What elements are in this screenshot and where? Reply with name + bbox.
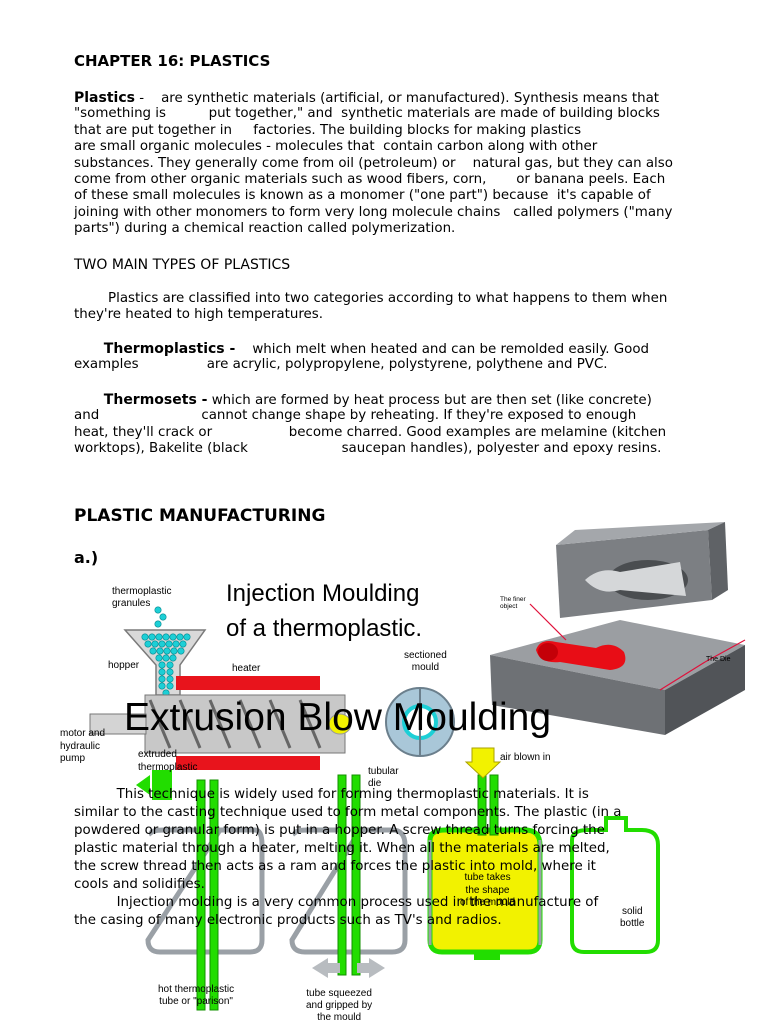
tube-takes-shape-label: tube takes the shape of the mould (460, 872, 516, 908)
intro-line: come from other organic materials such a… (74, 172, 666, 187)
die-lower-top (490, 620, 745, 690)
finer-object-mould-cavity (585, 562, 686, 596)
thermoplastics-line-1: which melt when heated and can be remold… (235, 342, 650, 357)
thermosets-term: Thermosets - (103, 392, 208, 408)
die-label: The Die (706, 656, 731, 663)
tubular-die-label: tubular die (368, 766, 399, 789)
granules (141, 606, 191, 697)
finer-object-label: The finer object (500, 596, 526, 610)
thermoplastics-line: examples are acrylic, polypropylene, pol… (74, 357, 608, 373)
intro-line: joining with other monomers to form very… (74, 204, 673, 220)
red-object (536, 641, 626, 670)
tube-squeezed-label: tube squeezed and gripped by the mould (306, 988, 373, 1023)
body-line: the casing of many electronic products s… (74, 913, 502, 928)
body-line: This technique is widely used for formin… (74, 787, 589, 802)
body-line: plastic material through a heater, melti… (74, 841, 610, 856)
motor-label: motor and hydraulic pump (60, 728, 106, 764)
die-upper-front (556, 530, 712, 618)
types-heading: TWO MAIN TYPES OF PLASTICS (74, 257, 291, 273)
heater-label: heater (232, 663, 261, 674)
thermoplastics-term: Thermoplastics - (103, 341, 236, 357)
thermosets-line: heat, they'll crack or become charred. G… (74, 424, 667, 440)
thermosets-line: and cannot change shape by reheating. If… (74, 408, 637, 424)
injection-title-line2: of a thermoplastic. (226, 615, 423, 642)
intro-line: are small organic molecules - molecules … (74, 139, 598, 155)
body-line: cools and solidifies. (74, 877, 205, 892)
thermoplastics-paragraph: Thermoplastics - which melt when heated … (74, 341, 649, 358)
chapter-title: CHAPTER 16: PLASTICS (74, 52, 271, 70)
heater-top (176, 676, 320, 690)
intro-line: that are put together in factories. The … (74, 122, 582, 138)
solid-bottle-label: solid bottle (620, 906, 645, 929)
section-a-label: a.) (74, 548, 99, 567)
types-intro-line: Plastics are classified into two categor… (74, 291, 668, 306)
air-blown-label: air blown in (500, 752, 551, 763)
body-line: the screw thread then acts as a ram and … (74, 859, 596, 874)
blow-moulding-title: Extrusion Blow Moulding (124, 696, 552, 739)
intro-line-1: - are synthetic materials (artificial, o… (134, 91, 660, 106)
intro-line: "something is put together," and synthet… (74, 106, 660, 122)
thermosets-line: worktops), Bakelite (black saucepan hand… (74, 441, 662, 457)
sectioned-mould-label: sectioned mould (404, 650, 447, 673)
extruded-label: extruded thermoplastic (138, 749, 198, 773)
hopper-label: hopper (108, 660, 140, 671)
manufacturing-heading: PLASTIC MANUFACTURING (74, 506, 326, 526)
heater-bottom (176, 756, 320, 770)
injection-title-line1: Injection Moulding (226, 580, 420, 607)
thermosets-line-1: which are formed by heat process but are… (207, 393, 652, 408)
body-line: powdered or granular form) is put in a h… (74, 823, 605, 838)
intro-paragraph: Plastics - are synthetic materials (arti… (74, 90, 659, 107)
intro-line: parts") during a chemical reaction calle… (74, 221, 456, 237)
intro-line: substances. They generally come from oil… (74, 155, 673, 171)
types-intro-line: they're heated to high temperatures. (74, 307, 324, 323)
body-line: similar to the casting technique used to… (74, 805, 622, 820)
body-line: Injection molding is a very common proce… (74, 895, 599, 910)
thermosets-paragraph: Thermosets - which are formed by heat pr… (74, 392, 652, 409)
intro-term: Plastics (74, 90, 135, 106)
intro-line: of these small molecules is known as a m… (74, 188, 651, 204)
granules-label: thermoplastic granules (112, 586, 172, 609)
parison-label: hot thermoplastic tube or "parison" (158, 984, 235, 1007)
